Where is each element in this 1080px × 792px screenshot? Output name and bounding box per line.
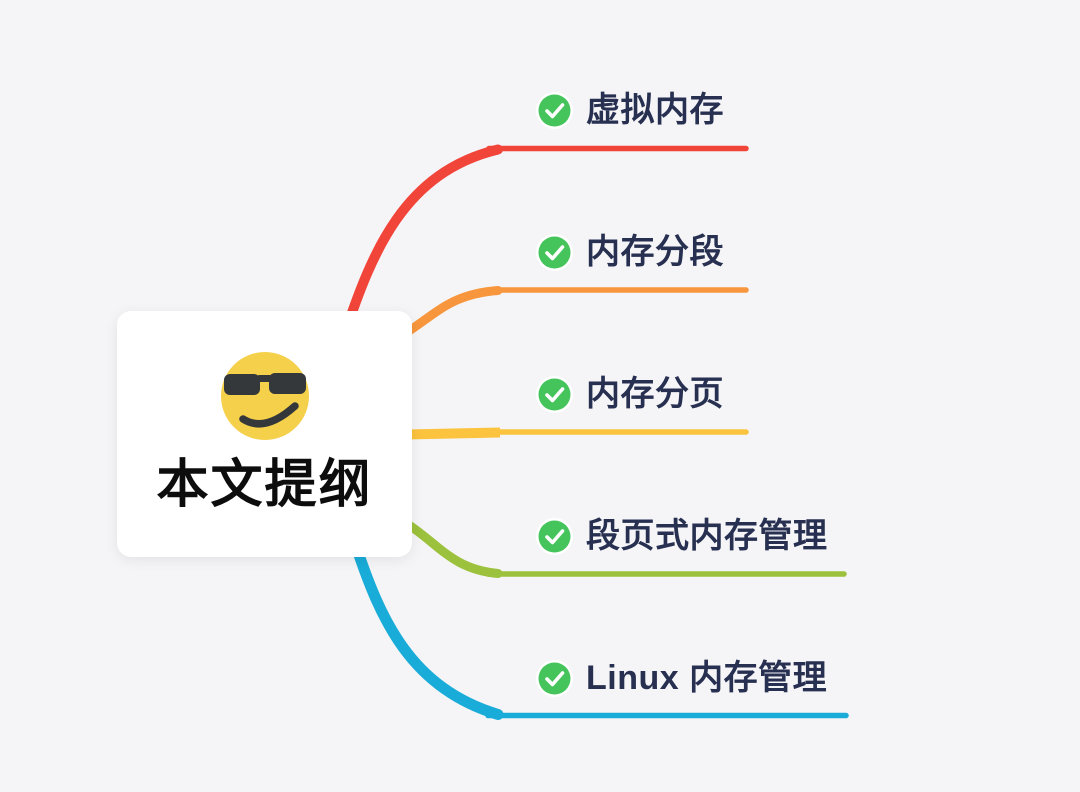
central-node-title: 本文提纲 [156,456,373,514]
branch-label-text: 虚拟内存 [586,91,724,129]
branch-label-text: 段页式内存管理 [586,517,828,555]
check-icon [536,375,573,413]
branch-label-text: Linux 内存管理 [586,659,828,697]
branch-item-memory-segmentation[interactable]: 内存分段 [536,231,724,273]
branch-item-linux-memory-management[interactable]: Linux 内存管理 [536,657,827,699]
branch-curve-2 [401,286,503,338]
branch-curve-1 [339,144,503,341]
check-icon [536,659,573,697]
check-icon [536,517,573,555]
branch-item-memory-paging[interactable]: 内存分页 [536,373,724,415]
branch-item-segment-page-management[interactable]: 段页式内存管理 [536,515,828,557]
central-node[interactable]: 本文提纲 [117,311,412,557]
branch-label-text: 内存分页 [586,375,724,413]
check-icon [536,91,573,129]
sunglasses-emoji [220,351,310,441]
branch-label-text: 内存分段 [586,233,724,271]
branch-curve-5 [350,540,504,720]
branch-curve-3 [405,427,501,440]
branch-item-virtual-memory[interactable]: 虚拟内存 [536,89,724,131]
check-icon [536,233,573,271]
branch-curve-4 [401,518,503,578]
